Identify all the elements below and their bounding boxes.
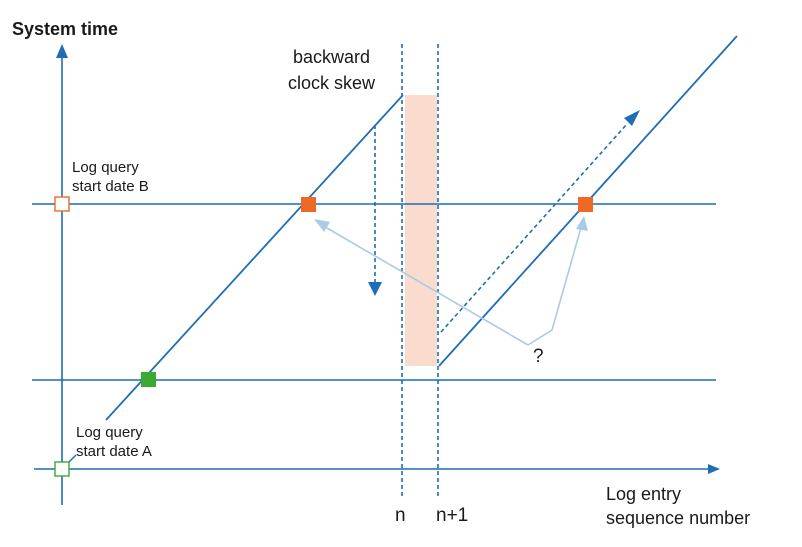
time-line-before-skew	[105, 94, 404, 421]
x-axis-title-line1: Log entry	[606, 484, 682, 504]
green-marker	[141, 372, 156, 387]
skew-label-line1: backward	[292, 47, 371, 67]
start-b-label-line1: Log query	[72, 159, 139, 176]
start-b-label: Log query start date B	[72, 158, 149, 196]
tick-label-n1: n+1	[436, 505, 469, 526]
tick-label-n: n	[395, 505, 406, 526]
skew-label-line2: clock skew	[288, 73, 376, 93]
question-pointer-left-head	[314, 219, 330, 232]
start-b-label-line2: start date B	[72, 178, 149, 195]
y-axis-title: System time	[12, 19, 119, 39]
question-mark: ?	[533, 346, 544, 367]
start-a-axis-marker	[54, 461, 70, 477]
projected-arrowhead	[624, 110, 640, 126]
skew-label: backward clock skew	[288, 44, 375, 96]
question-pointer-right	[527, 223, 583, 346]
start-a-label: Log query start date A	[76, 423, 152, 461]
skew-band	[405, 95, 437, 366]
x-axis-arrowhead	[708, 464, 720, 474]
question-pointer-left	[319, 223, 529, 346]
start-a-label-line2: start date A	[76, 443, 152, 460]
y-axis-arrowhead	[56, 44, 68, 58]
x-axis-title-line2: sequence number	[606, 508, 751, 528]
x-axis-title: Log entry sequence number	[606, 482, 750, 530]
skew-drop-arrowhead	[368, 282, 382, 296]
projected-line	[440, 123, 628, 333]
start-a-label-line1: Log query	[76, 424, 143, 441]
orange-marker-left	[301, 197, 316, 212]
orange-marker-right	[578, 197, 593, 212]
question-pointer-right-head	[576, 216, 588, 231]
start-b-axis-marker	[54, 196, 70, 212]
